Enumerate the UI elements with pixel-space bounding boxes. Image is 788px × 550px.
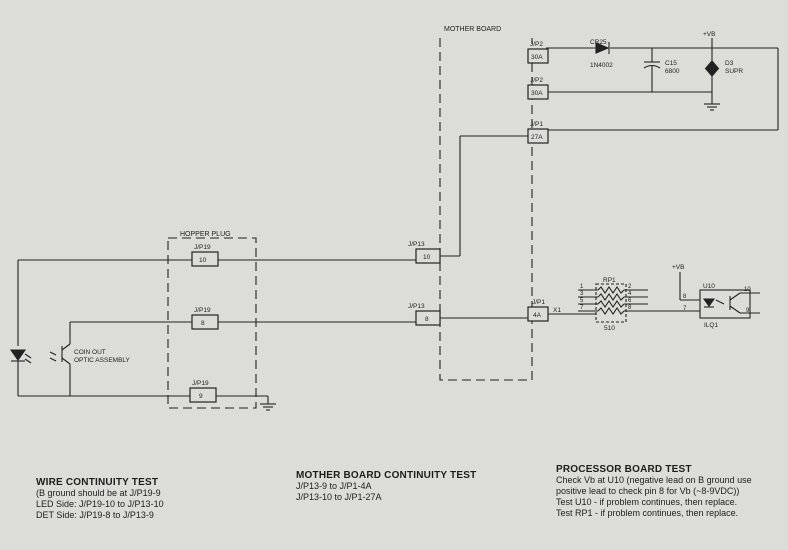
connector-jp19-bot: [189, 387, 217, 403]
mother-test-line: J/P13-10 to J/P1-27A: [296, 492, 382, 502]
rp1-pin-right: 4: [628, 291, 632, 297]
jp13-top-pin: 10: [423, 254, 431, 261]
u10-pin: 8: [683, 294, 687, 300]
mother-board-continuity-note: MOTHER BOARD CONTINUITY TEST J/P13-9 to …: [296, 470, 526, 503]
connector-jp1-mid: [527, 306, 549, 322]
optocoupler-u10: [699, 289, 751, 319]
c15-value: 6800: [665, 68, 680, 75]
connector-jp2-top: [527, 48, 549, 64]
hopper-plug-label: HOPPER PLUG: [180, 231, 231, 238]
connector-jp2-mid: [527, 84, 549, 100]
rp1-value: 510: [604, 325, 615, 332]
wire-test-line: DET Side: J/P19-8 to J/P13-9: [36, 510, 154, 520]
d3-ref: D3: [725, 60, 734, 67]
jp19-mid-pin: 8: [201, 320, 205, 327]
rp1-pin-right: 6: [628, 298, 632, 304]
vb-top-label: +VB: [703, 31, 715, 38]
wire-continuity-note: WIRE CONTINUITY TEST (B ground should be…: [36, 477, 266, 521]
jp1-mid-ref: J/P1: [532, 299, 545, 306]
jp19-mid-ref: J/P19: [194, 307, 211, 314]
processor-test-line: Check Vb at U10 (negative lead on B grou…: [556, 475, 752, 485]
connector-jp13-top: [415, 248, 441, 264]
mother-board-outline: [439, 38, 533, 381]
rp1-pin-right: 2: [628, 284, 632, 290]
rp1-ref: RP1: [603, 277, 616, 284]
cr25-ref: CR25: [590, 39, 607, 46]
jp1-mid-pin: 4A: [533, 312, 542, 319]
u10-ref: U10: [703, 283, 715, 290]
connector-jp13-mid: [415, 310, 441, 326]
connector-jp19-top: [191, 251, 219, 267]
jp1-top-pin: 27A: [531, 134, 543, 141]
jp2-mid-ref: J/P2: [530, 77, 543, 84]
suppressor-d3: [704, 60, 720, 69]
wire-test-line: LED Side: J/P19-10 to J/P13-10: [36, 499, 164, 509]
jp19-bot-ref: J/P19: [192, 380, 209, 387]
jp13-mid-ref: J/P13: [408, 303, 425, 310]
cr25-value: 1N4002: [590, 62, 613, 69]
wire-test-line: (B ground should be at J/P19-9: [36, 488, 161, 498]
processor-board-note: PROCESSOR BOARD TEST Check Vb at U10 (ne…: [556, 464, 784, 519]
jp2-top-ref: J/P2: [530, 41, 543, 48]
hopper-plug-outline: [167, 237, 257, 409]
vb-right-label: +VB: [672, 264, 684, 271]
coin-out-label-2: OPTIC ASSEMBLY: [74, 357, 131, 364]
jp19-top-ref: J/P19: [194, 244, 211, 251]
c15-ref: C15: [665, 60, 677, 67]
rp1-pin-right: 8: [628, 305, 632, 311]
diode-cr25: [595, 42, 610, 54]
resistor-network-rp1: [595, 283, 627, 323]
jp19-bot-pin: 9: [199, 393, 203, 400]
processor-test-line: positive lead to check pin 8 for Vb (~8-…: [556, 486, 740, 496]
processor-test-title: PROCESSOR BOARD TEST: [556, 464, 692, 475]
rp1-pin-left: 3: [580, 291, 584, 297]
jp13-top-ref: J/P13: [408, 241, 425, 248]
mother-test-title: MOTHER BOARD CONTINUITY TEST: [296, 470, 477, 481]
jp19-top-pin: 10: [199, 257, 207, 264]
jp1-top-ref: J/P1: [530, 121, 543, 128]
coin-out-label-1: COIN OUT: [74, 349, 106, 356]
connector-jp1-top: [527, 128, 549, 144]
connector-jp19-mid: [191, 314, 219, 330]
rp1-pin-left: 1: [580, 284, 584, 290]
jp13-mid-pin: 8: [425, 316, 429, 323]
u10-part: ILQ1: [704, 322, 718, 329]
rp1-pin-left: 7: [580, 305, 584, 311]
wire-test-title: WIRE CONTINUITY TEST: [36, 477, 159, 488]
x1-label: X1: [553, 307, 561, 314]
led-icon: [9, 349, 27, 361]
u10-pin: 9: [746, 308, 750, 314]
d3-value: SUPR: [725, 68, 743, 75]
processor-test-line: Test RP1 - if problem continues, then re…: [556, 508, 739, 518]
mother-test-line: J/P13-9 to J/P1-4A: [296, 481, 372, 491]
u10-pin: 10: [744, 287, 751, 293]
rp1-pin-left: 5: [580, 298, 584, 304]
processor-test-line: Test U10 - if problem continues, then re…: [556, 497, 738, 507]
jp2-top-pin: 30A: [531, 54, 543, 61]
u10-pin: 7: [683, 306, 687, 312]
mother-board-label: MOTHER BOARD: [444, 26, 501, 33]
jp2-mid-pin: 30A: [531, 90, 543, 97]
